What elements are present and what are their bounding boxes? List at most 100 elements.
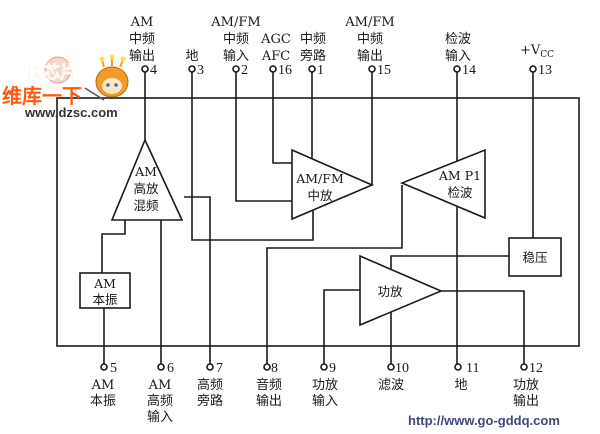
pin-1-label-2: 旁路 <box>300 48 326 64</box>
pin-10-lead <box>390 255 509 364</box>
pin-11-terminal <box>454 363 462 371</box>
magnifier-icon <box>44 56 72 84</box>
mascot-icon <box>84 54 129 101</box>
pin-3-terminal <box>188 65 196 73</box>
pin-12-number: 12 <box>529 361 543 376</box>
pin-3-lead <box>191 72 314 241</box>
pin-12-lead <box>441 290 525 364</box>
ic-outline <box>56 97 580 347</box>
pin-6-label-3: 输入 <box>147 409 173 425</box>
pin-16-label-2: AFC <box>261 49 290 64</box>
pin-12-label-1: 功放 <box>513 378 539 393</box>
bottom-pin-labels: 5 AM 本振 6 AM 高频 输入 7 高频 旁路 8 音频 输出 9 功放 … <box>90 361 543 425</box>
pin-16-lead <box>272 72 292 164</box>
bottom-pin-leads <box>100 185 528 371</box>
amfm-if-label-1: AM/FM <box>295 171 344 186</box>
pin-2-label-1: AM/FM <box>210 15 260 30</box>
pin-15-number: 15 <box>377 63 391 78</box>
pin-6-terminal <box>157 363 165 371</box>
pin-3-number: 3 <box>197 63 204 78</box>
pin-14-terminal <box>453 65 461 73</box>
pin-16-label-1: AGC <box>260 32 291 47</box>
pin-9-label-1: 功放 <box>312 378 338 393</box>
pin-12-terminal <box>520 363 528 371</box>
pin-4-terminal <box>141 65 149 73</box>
pin-14-label-2: 输入 <box>445 48 471 64</box>
pin-7-terminal <box>206 363 214 371</box>
pin-10-terminal <box>387 363 395 371</box>
pin-14-label-1: 检波 <box>445 32 471 47</box>
am-rf-mixer-label-1: AM <box>134 164 157 179</box>
pin-2-number: 2 <box>241 63 248 78</box>
top-pin-leads <box>141 65 537 366</box>
pin-5-number: 5 <box>110 361 117 376</box>
pin-16-number: 16 <box>278 63 292 78</box>
power-amp-label: 功放 <box>377 284 403 299</box>
pin-12-label-2: 输出 <box>513 393 539 409</box>
pin-15-label-2: 中频 <box>357 32 383 47</box>
pin-11-label-1: 地 <box>454 378 467 393</box>
top-pin-labels: 4 AM 中频 输出 3 地 2 AM/FM 中频 输入 16 AGC AFC … <box>129 15 554 78</box>
pin-3-label-1: 地 <box>185 49 198 64</box>
pin-16-terminal <box>269 65 277 73</box>
pin-15-terminal <box>368 65 376 73</box>
watermark-slogan: 维库一下 <box>2 84 82 108</box>
pin-13-terminal <box>529 65 537 73</box>
pin-1-label-1: 中频 <box>300 32 326 47</box>
pin-7-number: 7 <box>216 361 223 376</box>
pin-5-label-1: AM <box>91 378 115 393</box>
pin-10-number: 10 <box>395 361 409 376</box>
dzsc-watermark: 找芯片 维库一下 www.dzsc.com <box>2 54 129 120</box>
pin-9-number: 9 <box>329 361 336 376</box>
pin-13-number: 13 <box>538 63 552 78</box>
pin-7-lead <box>184 196 211 364</box>
pin-15-label-1: AM/FM <box>344 15 394 30</box>
pin-9-lead <box>323 289 360 364</box>
pin-4-label-1: AM <box>130 15 154 30</box>
pin-6-number: 6 <box>167 361 174 376</box>
pin-8-label-2: 输出 <box>256 393 282 409</box>
am-rf-mixer-label-3: 混频 <box>133 198 159 213</box>
pin-2-label-2: 中频 <box>223 32 249 47</box>
pin-9-terminal <box>320 363 328 371</box>
pin-5-terminal <box>100 363 108 371</box>
amfm-if-amp-block <box>291 148 375 221</box>
am-oscillator-block <box>79 272 131 309</box>
pin-8-lead <box>266 185 403 364</box>
am-rf-mixer-block <box>110 138 184 221</box>
pin-15-label-3: 输出 <box>357 48 383 64</box>
pin-5-label-2: 本振 <box>90 394 116 409</box>
footer-url: http://www.go-gddq.com <box>408 413 560 428</box>
pin-2-label-3: 输入 <box>223 48 249 64</box>
pin-4-label-3: 输出 <box>129 48 155 64</box>
am-osc-label-2: 本振 <box>92 292 118 307</box>
pin-4-label-2: 中频 <box>129 32 155 47</box>
pin-2-lead <box>235 72 292 202</box>
pin-6-label-2: 高频 <box>147 393 173 409</box>
am-detector-label-2: 检波 <box>447 185 473 200</box>
power-amp-block <box>359 254 444 327</box>
am-detector-block <box>399 148 486 220</box>
pin-1-terminal <box>308 65 316 73</box>
watermark-site: www.dzsc.com <box>24 105 118 120</box>
pin-9-label-2: 输入 <box>312 393 338 409</box>
pin-7-label-1: 高频 <box>197 377 223 393</box>
pin-14-number: 14 <box>462 63 476 78</box>
pin-1-number: 1 <box>317 63 324 78</box>
watermark-logo-text: 找芯片 <box>26 62 77 83</box>
pin-8-label-1: 音频 <box>256 377 282 393</box>
pin-2-terminal <box>232 65 240 73</box>
amfm-if-label-2: 中放 <box>307 188 333 203</box>
pin-4-number: 4 <box>150 63 157 78</box>
am-osc-label-1: AM <box>93 276 116 291</box>
pin-8-terminal <box>263 363 271 371</box>
regulator-block <box>508 237 562 277</box>
regulator-label: 稳压 <box>522 250 547 265</box>
osc-to-mixer-wire <box>101 211 126 273</box>
am-detector-label-1: AM P1 <box>438 168 481 183</box>
pin-13-label: +VCC <box>520 43 554 60</box>
am-rf-mixer-label-2: 高放 <box>133 181 159 196</box>
pin-10-label-1: 滤波 <box>378 378 404 393</box>
pin-11-number: 11 <box>466 361 479 376</box>
